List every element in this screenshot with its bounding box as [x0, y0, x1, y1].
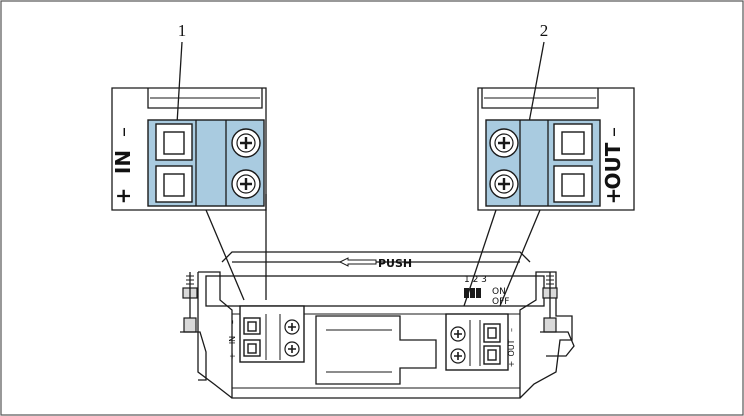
- small-in-terminal: – IN +: [228, 305, 305, 363]
- right-bolt-icon: [540, 272, 575, 357]
- in-screw-top-icon: [231, 128, 261, 158]
- out-screw-bottom-icon: [489, 169, 519, 199]
- dip-on-label: ON: [492, 287, 506, 297]
- small-out-minus: –: [507, 328, 516, 332]
- dip-off-label: OFF: [492, 297, 509, 307]
- small-out-label: OUT: [507, 339, 516, 356]
- in-screw-bottom-icon: [231, 169, 261, 199]
- out-connector-detail: – OUT +: [477, 87, 635, 211]
- middle-slot: [315, 315, 437, 385]
- callout-1: 1: [178, 21, 187, 40]
- left-bolt-icon: [180, 272, 207, 381]
- small-in-label: IN: [228, 336, 237, 344]
- dip-switch: 1 2 3 ON OFF: [464, 275, 509, 307]
- out-screw-top-icon: [489, 128, 519, 158]
- out-minus-label: –: [601, 127, 625, 137]
- push-arrow-icon: [338, 257, 377, 267]
- push-label: PUSH: [378, 257, 412, 270]
- small-in-plus: +: [228, 353, 237, 360]
- out-label: OUT: [601, 142, 625, 189]
- callout-2: 2: [540, 21, 549, 40]
- out-plus-label: +: [601, 188, 625, 205]
- small-out-terminal: – OUT +: [445, 313, 516, 371]
- dip-numbers: 1 2 3: [464, 275, 487, 285]
- magnification-lines: [205, 194, 541, 307]
- in-minus-label: –: [111, 127, 135, 137]
- in-connector-detail: – IN +: [111, 87, 267, 211]
- in-plus-label: +: [111, 188, 135, 205]
- device-housing: PUSH: [180, 251, 575, 399]
- small-in-minus: –: [228, 320, 237, 324]
- callout-2-leader: [527, 41, 545, 129]
- small-out-plus: +: [507, 361, 516, 368]
- in-label: IN: [111, 150, 135, 174]
